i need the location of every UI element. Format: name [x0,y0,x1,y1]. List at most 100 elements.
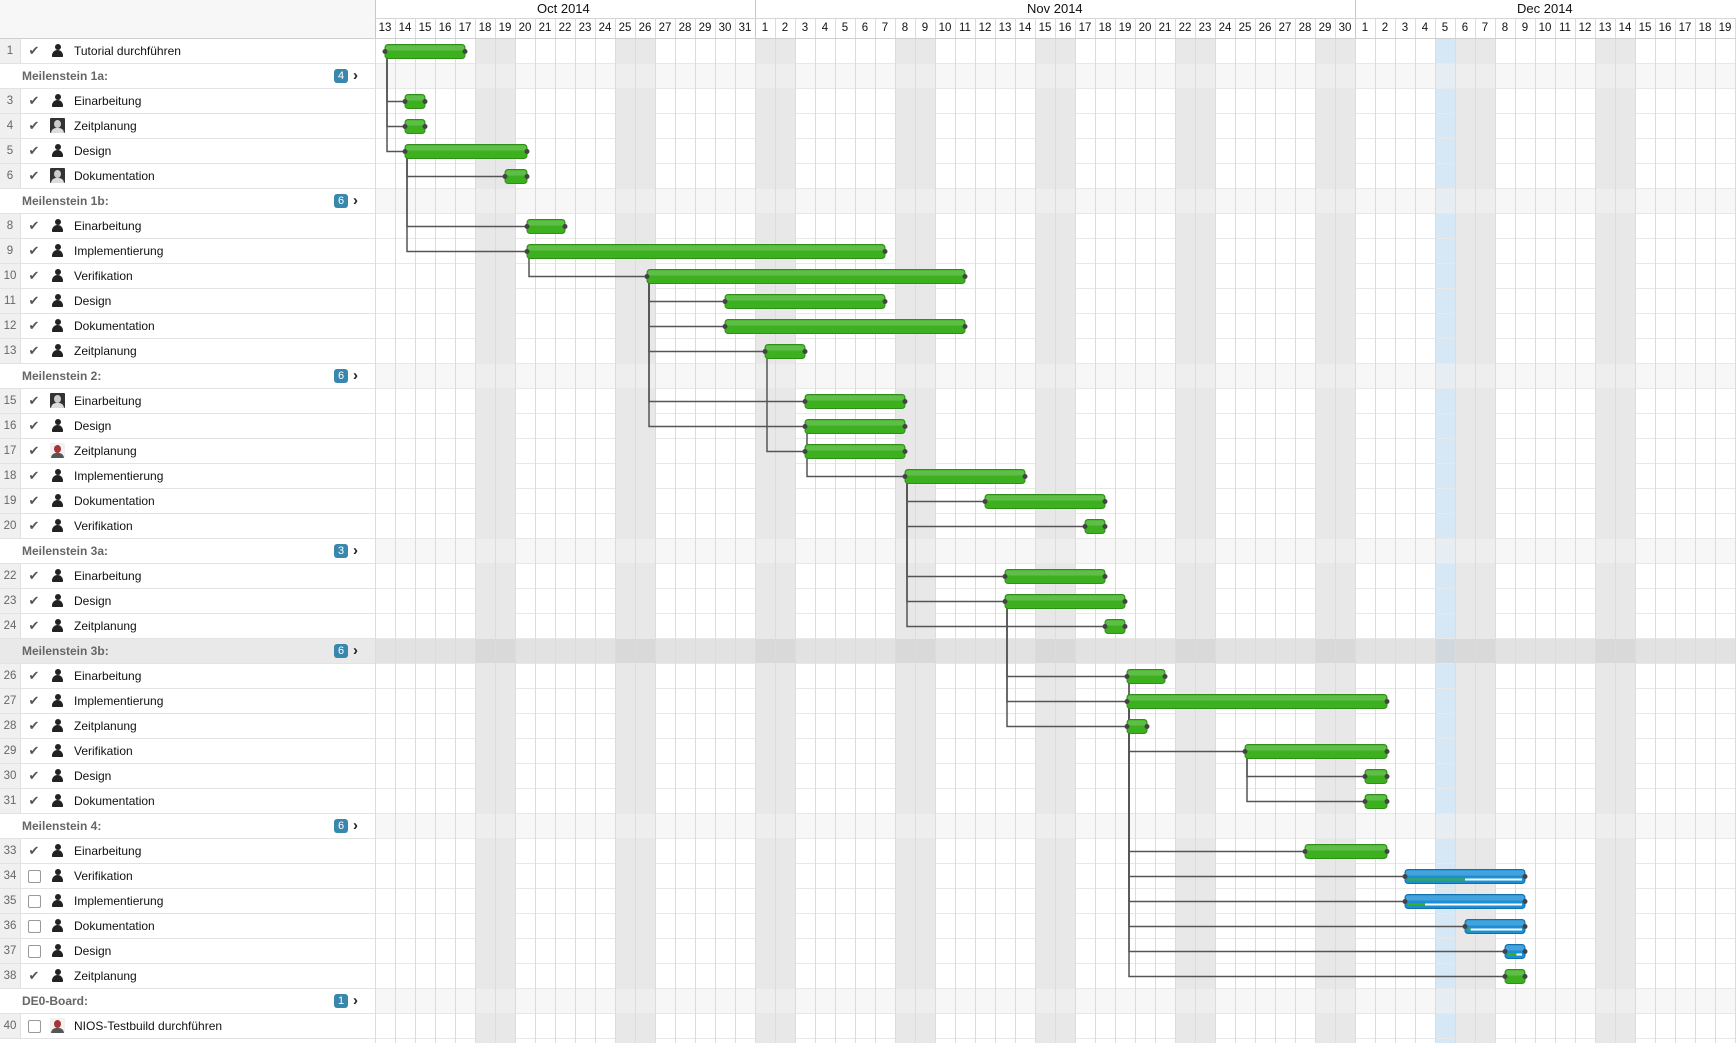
task-label[interactable]: Zeitplanung [74,344,137,358]
task-row[interactable]: 28✔Zeitplanung [0,714,375,739]
chevron-right-icon[interactable]: › [353,367,358,384]
task-label[interactable]: Verifikation [74,869,133,883]
task-row[interactable]: 15✔Einarbeitung [0,389,375,414]
checkmark-icon[interactable]: ✔ [28,243,40,258]
checkbox[interactable] [28,1020,41,1033]
task-label[interactable]: Design [74,144,112,158]
task-label[interactable]: Einarbeitung [74,844,142,858]
task-label[interactable]: Design [74,419,112,433]
checkmark-icon[interactable]: ✔ [28,493,40,508]
checkbox[interactable] [28,870,41,883]
task-label[interactable]: Design [74,944,112,958]
checkmark-icon[interactable]: ✔ [28,468,40,483]
task-label[interactable]: Dokumentation [74,319,155,333]
task-row[interactable]: 18✔Implementierung [0,464,375,489]
group-row[interactable]: Meilenstein 2:6› [0,364,375,389]
task-row[interactable]: 27✔Implementierung [0,689,375,714]
checkmark-icon[interactable]: ✔ [28,343,40,358]
task-row[interactable]: 26✔Einarbeitung [0,664,375,689]
task-label[interactable]: Implementierung [74,244,164,258]
checkmark-icon[interactable]: ✔ [28,518,40,533]
checkmark-icon[interactable]: ✔ [28,668,40,683]
checkmark-icon[interactable]: ✔ [28,118,40,133]
chevron-right-icon[interactable]: › [353,192,358,209]
task-row[interactable]: 30✔Design [0,764,375,789]
group-row[interactable]: Meilenstein 1a:4› [0,64,375,89]
checkmark-icon[interactable]: ✔ [28,718,40,733]
checkmark-icon[interactable]: ✔ [28,93,40,108]
task-row[interactable]: 4✔Zeitplanung [0,114,375,139]
task-row[interactable]: 8✔Einarbeitung [0,214,375,239]
checkmark-icon[interactable]: ✔ [28,393,40,408]
task-label[interactable]: Verifikation [74,269,133,283]
checkmark-icon[interactable]: ✔ [28,743,40,758]
task-label[interactable]: Dokumentation [74,919,155,933]
group-row[interactable]: Meilenstein 3a:3› [0,539,375,564]
group-row[interactable]: Meilenstein 3b:6› [0,639,375,664]
chevron-right-icon[interactable]: › [353,642,358,659]
checkbox[interactable] [28,945,41,958]
task-label[interactable]: Verifikation [74,519,133,533]
task-row[interactable]: 31✔Dokumentation [0,789,375,814]
chevron-right-icon[interactable]: › [353,817,358,834]
checkmark-icon[interactable]: ✔ [28,418,40,433]
task-label[interactable]: Dokumentation [74,169,155,183]
task-label[interactable]: Einarbeitung [74,394,142,408]
task-label[interactable]: Zeitplanung [74,719,137,733]
task-row[interactable]: 38✔Zeitplanung [0,964,375,989]
checkmark-icon[interactable]: ✔ [28,618,40,633]
task-row[interactable]: 29✔Verifikation [0,739,375,764]
checkmark-icon[interactable]: ✔ [28,768,40,783]
checkmark-icon[interactable]: ✔ [28,143,40,158]
task-row[interactable]: 16✔Design [0,414,375,439]
task-row[interactable]: 17✔Zeitplanung [0,439,375,464]
checkmark-icon[interactable]: ✔ [28,318,40,333]
task-label[interactable]: Zeitplanung [74,969,137,983]
task-label[interactable]: NIOS-Testbuild durchführen [74,1019,223,1033]
task-row[interactable]: 6✔Dokumentation [0,164,375,189]
group-row[interactable]: Meilenstein 1b:6› [0,189,375,214]
task-row[interactable]: 1✔Tutorial durchführen [0,39,375,64]
task-label[interactable]: Implementierung [74,894,164,908]
task-label[interactable]: Implementierung [74,469,164,483]
task-row[interactable]: 20✔Verifikation [0,514,375,539]
task-row[interactable]: 33✔Einarbeitung [0,839,375,864]
task-row[interactable]: 24✔Zeitplanung [0,614,375,639]
checkmark-icon[interactable]: ✔ [28,218,40,233]
task-label[interactable]: Einarbeitung [74,669,142,683]
checkmark-icon[interactable]: ✔ [28,443,40,458]
task-label[interactable]: Design [74,294,112,308]
task-label[interactable]: Zeitplanung [74,619,137,633]
task-row[interactable]: 12✔Dokumentation [0,314,375,339]
checkmark-icon[interactable]: ✔ [28,593,40,608]
task-label[interactable]: Tutorial durchführen [74,44,181,58]
task-row[interactable]: 5✔Design [0,139,375,164]
task-label[interactable]: Zeitplanung [74,119,137,133]
task-label[interactable]: Einarbeitung [74,94,142,108]
checkmark-icon[interactable]: ✔ [28,43,40,58]
task-row[interactable]: 10✔Verifikation [0,264,375,289]
checkbox[interactable] [28,920,41,933]
task-label[interactable]: Dokumentation [74,494,155,508]
task-label[interactable]: Design [74,594,112,608]
task-label[interactable]: Einarbeitung [74,569,142,583]
task-row[interactable]: 22✔Einarbeitung [0,564,375,589]
chevron-right-icon[interactable]: › [353,542,358,559]
task-row[interactable]: 23✔Design [0,589,375,614]
checkmark-icon[interactable]: ✔ [28,168,40,183]
checkmark-icon[interactable]: ✔ [28,793,40,808]
task-label[interactable]: Einarbeitung [74,219,142,233]
task-row[interactable]: 13✔Zeitplanung [0,339,375,364]
task-row[interactable]: 19✔Dokumentation [0,489,375,514]
group-row[interactable]: Meilenstein 4:6› [0,814,375,839]
chevron-right-icon[interactable]: › [353,992,358,1009]
task-label[interactable]: Verifikation [74,744,133,758]
chevron-right-icon[interactable]: › [353,67,358,84]
checkmark-icon[interactable]: ✔ [28,268,40,283]
task-label[interactable]: Zeitplanung [74,444,137,458]
task-label[interactable]: Implementierung [74,694,164,708]
